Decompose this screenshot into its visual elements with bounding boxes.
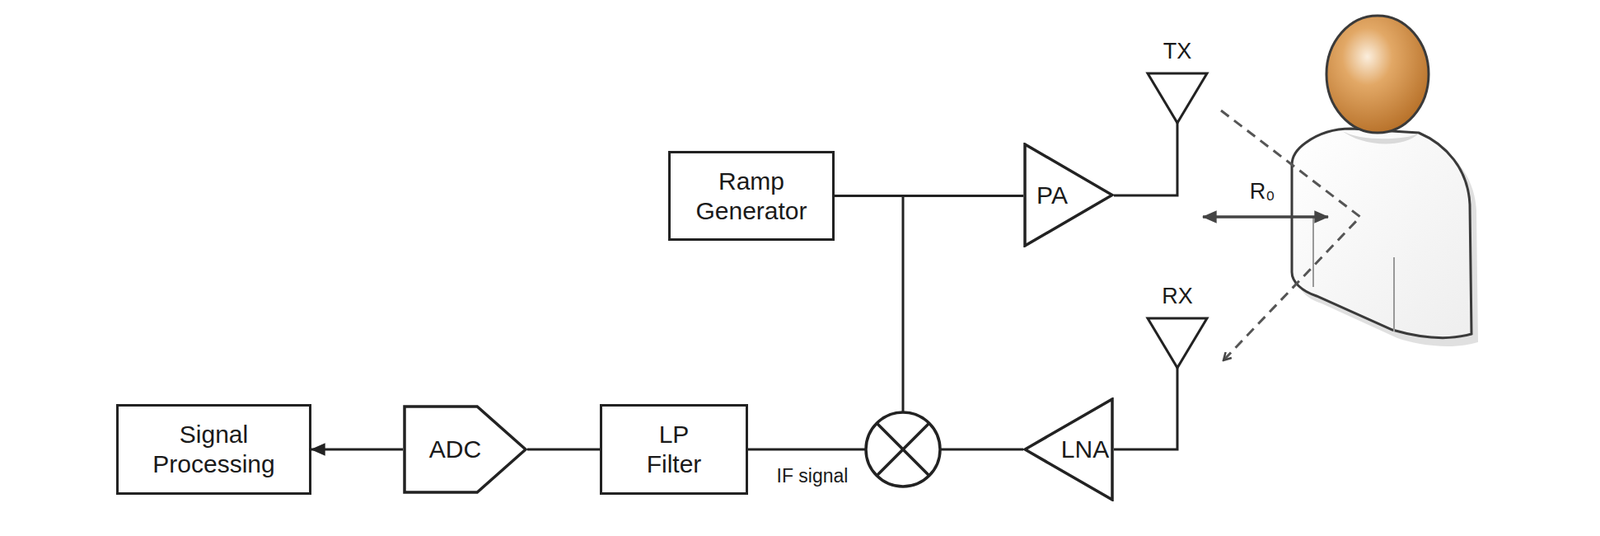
antenna-label: TX	[1163, 37, 1193, 65]
person-arm-line	[1312, 215, 1315, 287]
node-text: LP Filter	[632, 419, 716, 479]
person-arm-line	[1393, 257, 1395, 332]
node-outline	[1024, 398, 1113, 500]
process-box: Signal Processing	[116, 403, 312, 495]
text-group: Signal Processing	[131, 419, 297, 479]
amplifier-triangle: LNA	[1023, 397, 1114, 501]
tx-antenna	[1147, 73, 1208, 123]
person-body	[1291, 128, 1472, 337]
signal-name: IF signal	[776, 464, 849, 488]
node-text: Signal Processing	[131, 419, 297, 479]
text-group: ADC	[429, 434, 482, 464]
mixer-symbol	[876, 422, 930, 476]
text-group: LNA	[1061, 434, 1109, 464]
mixer-symbol	[876, 422, 930, 476]
wire	[940, 448, 1024, 451]
converter-shape: ADC	[402, 404, 528, 494]
wire	[1113, 122, 1178, 196]
distance-arrow	[1202, 215, 1329, 219]
antenna-label: RX	[1161, 282, 1193, 309]
wire	[748, 448, 866, 451]
node-outline	[404, 406, 526, 492]
text-group: PA	[1036, 180, 1068, 211]
node-text: ADC	[429, 434, 482, 464]
node-text: PA	[1036, 180, 1068, 211]
amplifier-triangle: PA	[1023, 142, 1114, 248]
wire	[1113, 367, 1178, 450]
distance-label: R₀	[1249, 177, 1276, 205]
wire	[902, 195, 905, 412]
generator-box: Ramp Generator	[668, 150, 835, 241]
node-text: LNA	[1061, 434, 1109, 464]
mixer-symbol	[865, 411, 941, 487]
text-group: LP Filter	[632, 419, 716, 479]
node-text: Ramp Generator	[681, 166, 822, 226]
text-group: Ramp Generator	[681, 166, 822, 226]
node-outline	[1024, 144, 1113, 246]
radar-ray	[1221, 110, 1361, 361]
filter-box: LP Filter	[599, 403, 749, 495]
signal-wire	[834, 194, 1024, 197]
signal-wire	[527, 448, 600, 451]
person-head	[1326, 15, 1429, 133]
rx-antenna	[1147, 318, 1208, 368]
signal-wire	[311, 448, 403, 451]
